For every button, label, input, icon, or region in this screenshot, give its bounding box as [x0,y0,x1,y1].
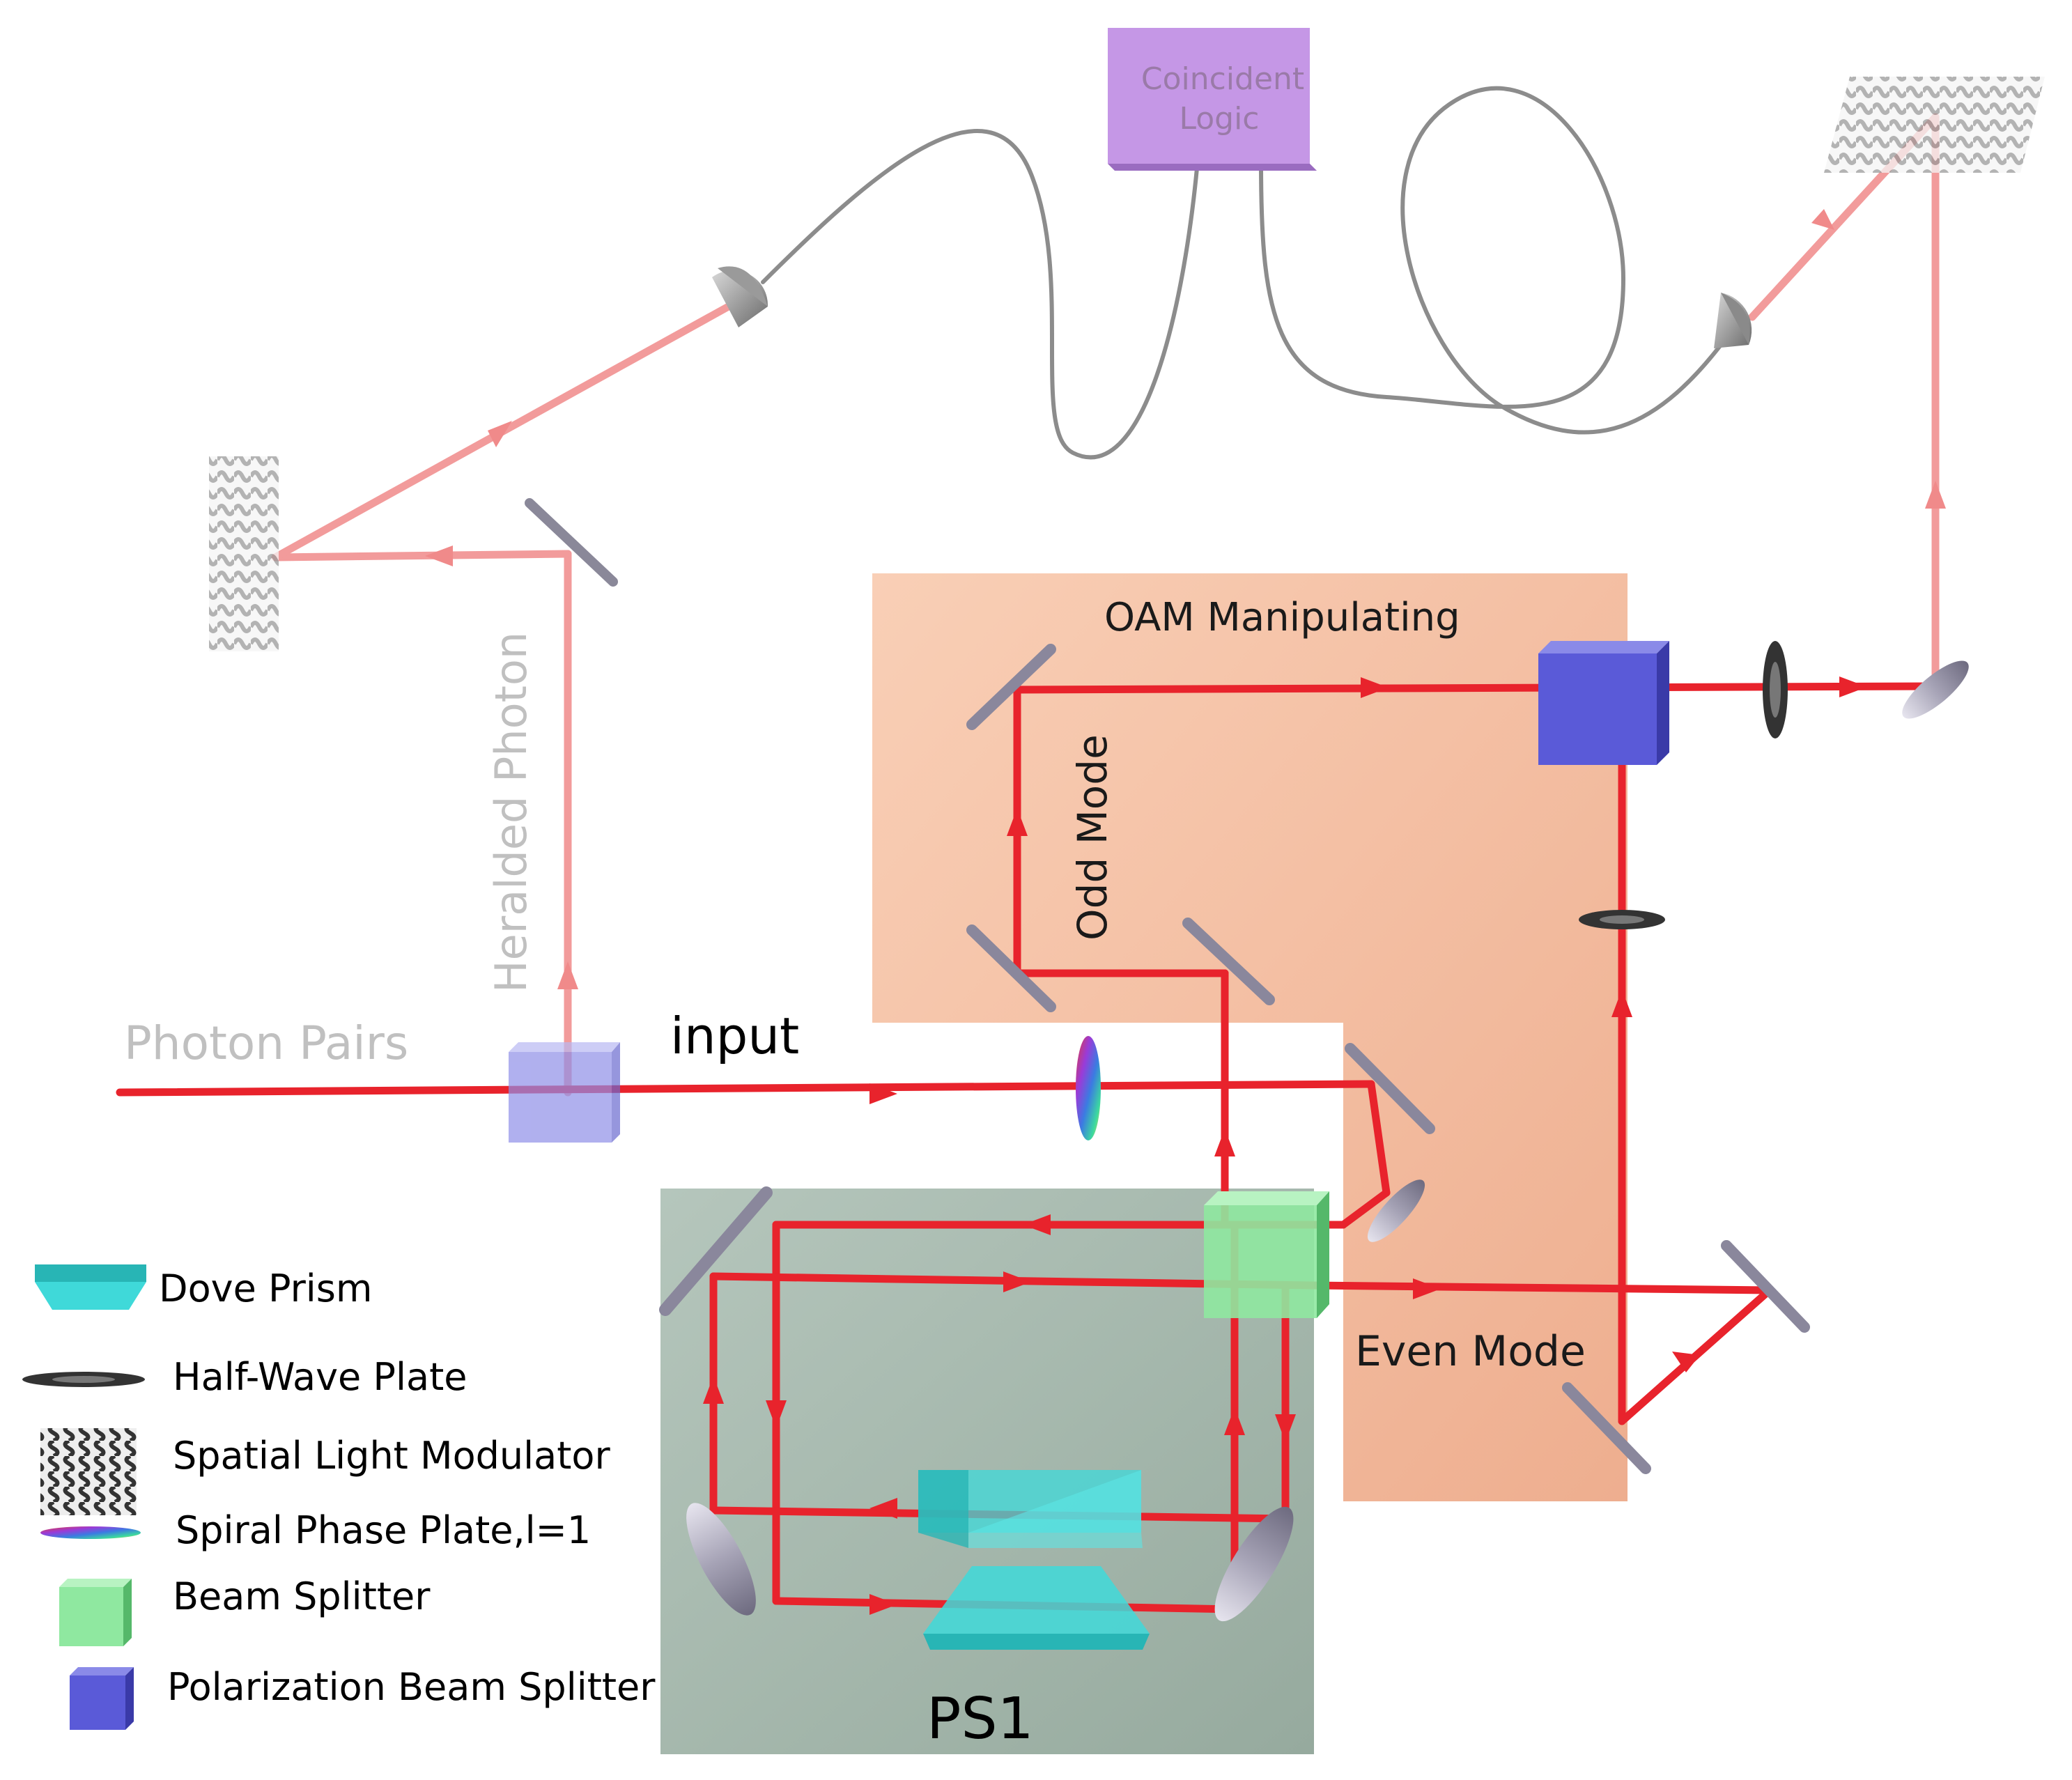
oam-region [872,573,1628,1501]
half-wave-plate-vertical-icon [1579,910,1665,929]
optical-fibers [761,86,1733,460]
mirror-ps-bottomright [1214,1506,1294,1622]
mirror-odd-bottom [966,924,1056,1012]
legend-pbs-label: Polarization Beam Splitter [167,1665,656,1709]
coincident-logic-box: Coincident Logic [1108,28,1317,171]
mirror-ps-bottomleft [686,1503,756,1616]
spiral-phase-plate-icon [1076,1036,1101,1140]
ps1-label: PS1 [927,1686,1034,1752]
oam-label: OAM Manipulating [1104,595,1460,640]
legend-half-wave-plate-label: Half-Wave Plate [173,1355,467,1399]
legend-pbs-icon [70,1667,134,1730]
legend-half-wave-plate-icon [22,1372,145,1387]
pbs-input-cube [509,1042,620,1143]
dove-prism-top-icon [918,1470,1143,1548]
heralded-photon-label: Heralded Photon [486,632,536,993]
detector-right-icon [1714,293,1752,348]
legend-dove-prism-icon [35,1264,146,1310]
legend: Dove Prism Half-Wave Plate Spatial Light… [22,1264,656,1730]
mirror-odd-top [966,644,1056,730]
legend-slm-label: Spatial Light Modulator [173,1434,610,1478]
legend-beam-splitter-label: Beam Splitter [173,1574,431,1618]
heralded-beam-arrows [425,209,1946,989]
beam-splitter-cube [1204,1191,1329,1318]
mirror-even-right [1721,1240,1810,1333]
mirror-round-bs [1367,1179,1425,1242]
half-wave-plate-horizontal-icon [1763,641,1788,738]
mirror-heralded [525,498,618,587]
legend-beam-splitter-icon [59,1579,132,1646]
mirror-round-out [1902,660,1969,719]
slm-left-icon [209,456,279,651]
mirror-ps-topleft [659,1186,773,1316]
input-label: input [670,1007,799,1065]
legend-spiral-phase-plate-icon [40,1526,141,1539]
legend-slm-icon [40,1428,137,1515]
legend-dove-prism-label: Dove Prism [159,1267,373,1310]
pbs-oam-cube [1538,641,1669,765]
dove-prism-bottom-icon [923,1566,1150,1650]
coincident-label-2: Logic [1179,101,1259,137]
odd-mode-label: Odd Mode [1069,734,1116,941]
main-beam-arrows [703,676,1867,1615]
mirror-input-turn [1345,1043,1435,1134]
even-mode-label: Even Mode [1355,1327,1586,1376]
coincident-label-1: Coincident [1141,61,1304,97]
mirrors [525,498,1969,1622]
mirror-even-bottom [1562,1382,1651,1474]
legend-spiral-phase-plate-label: Spiral Phase Plate,l=1 [176,1508,591,1552]
slm-right-icon [1824,77,2045,173]
mirror-center [1182,918,1275,1005]
detector-left-icon [712,266,768,327]
photon-pairs-label: Photon Pairs [124,1016,408,1070]
